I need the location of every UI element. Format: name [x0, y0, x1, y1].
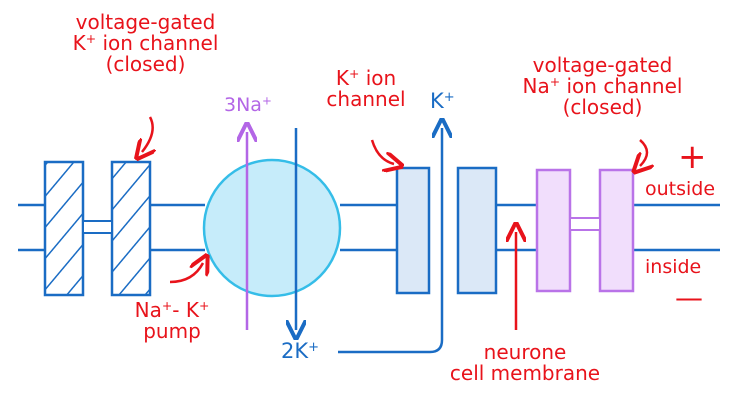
k-leak-left-subunit [395, 166, 431, 295]
two-potassium-text: 2K [281, 339, 309, 363]
pump-na-charge: + [161, 298, 173, 314]
k-channel-line1-rest: ion [359, 66, 397, 90]
outside-sign: + [678, 137, 707, 177]
inside-sign: — [675, 281, 703, 314]
potassium-out-arrow [338, 128, 442, 354]
potassium-out-label: K+ [430, 90, 455, 112]
k-gate-right-subunit [110, 160, 152, 297]
annotation-pointers [142, 116, 647, 330]
pump-label: Na+- K+ pump [120, 298, 224, 343]
two-potassium-charge: + [308, 339, 320, 355]
k-gated-line2-rest: ion channel [96, 31, 219, 55]
voltage-gated-na-channel [535, 168, 635, 293]
outside-label: outside [645, 178, 716, 200]
voltage-gated-k-channel [43, 160, 152, 297]
potassium-out-charge: + [443, 89, 455, 105]
three-sodium-charge: + [261, 93, 272, 108]
na-gated-line2-rest: ion channel [560, 74, 683, 98]
pump-dash-k: - K [172, 298, 199, 322]
k-channel-line1: K+ ion [316, 66, 416, 90]
k-gate-connector [82, 220, 113, 234]
k-gated-line3: (closed) [105, 52, 186, 76]
na-gated-line3: (closed) [562, 95, 643, 119]
na-gated-line1: voltage-gated [532, 53, 673, 77]
membrane-line2: cell membrane [449, 361, 601, 385]
na-gated-ion: Na [522, 74, 550, 98]
membrane-label: neurone cell membrane [440, 342, 610, 384]
na-gated-channel-label: voltage-gated Na+ ion channel (closed) [510, 55, 695, 118]
na-k-pump [202, 158, 342, 298]
na-gated-charge: + [549, 74, 561, 90]
two-potassium-label: 2K+ [281, 340, 319, 362]
pump-k-charge: + [198, 298, 210, 314]
na-gate-left-subunit [535, 168, 572, 293]
three-sodium-label: 3Na+ [224, 93, 272, 116]
pump-na: Na [134, 298, 162, 322]
k-gated-channel-label: voltage-gated K+ ion channel (closed) [58, 12, 233, 75]
k-channel-label: K+ ion channel [316, 66, 416, 111]
k-channel-charge: + [348, 66, 360, 82]
inside-label: inside [645, 256, 702, 278]
potassium-out-ion: K [430, 89, 444, 113]
k-gate-left-subunit [43, 160, 85, 297]
k-leak-channel [395, 166, 498, 295]
na-gate-connector [569, 217, 601, 231]
membrane-lines [18, 203, 720, 252]
k-leak-right-subunit [456, 166, 498, 295]
k-gated-charge: + [85, 31, 97, 47]
k-gated-ion: K [72, 31, 86, 55]
na-gate-pointer [640, 139, 647, 166]
k-channel-ion: K [335, 66, 349, 90]
membrane-line1: neurone [483, 340, 567, 364]
na-gate-right-subunit [598, 168, 635, 293]
na-gated-line2: Na+ ion channel [510, 74, 695, 98]
pump-pointer [169, 263, 203, 284]
k-gated-line1: voltage-gated [75, 10, 216, 34]
k-gated-line2: K+ ion channel [58, 31, 233, 55]
pump-line2: pump [143, 319, 201, 343]
pump-line1: Na+- K+ [120, 298, 224, 322]
k-leak-pointer [370, 139, 394, 164]
three-sodium-text: 3Na [224, 94, 262, 116]
k-gate-pointer [142, 116, 153, 152]
k-channel-line2: channel [326, 87, 406, 111]
